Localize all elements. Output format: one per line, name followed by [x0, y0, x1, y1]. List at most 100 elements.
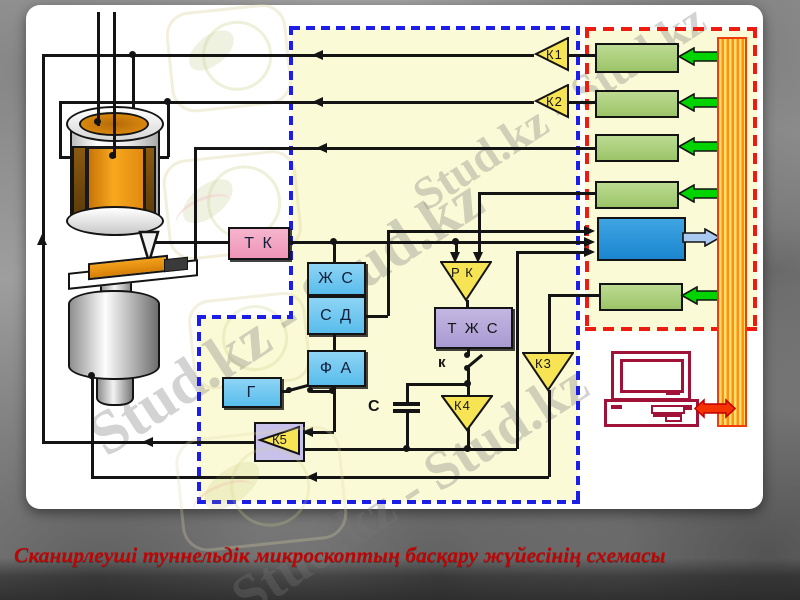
zhs-block: Ж С — [307, 262, 366, 296]
junction-dot — [164, 98, 171, 105]
digital-zone-border-bottom — [585, 327, 757, 331]
k4-label: К4 — [454, 398, 471, 413]
amplifier-k3: К3 — [521, 352, 575, 392]
rk-label: Р К — [451, 265, 474, 280]
data-bus — [717, 37, 747, 427]
bus-arrow-left — [677, 93, 719, 112]
junction-dot — [464, 445, 471, 452]
wire — [154, 156, 169, 159]
switch-contact-dot — [464, 352, 470, 358]
wire — [91, 375, 94, 477]
capacitor-label: С — [368, 398, 380, 415]
bus-arrow-left — [680, 286, 722, 305]
computer-monitor — [611, 351, 691, 401]
wire — [568, 54, 596, 57]
capacitor-plate — [393, 409, 420, 413]
electrode-dot — [109, 152, 116, 159]
wire — [406, 383, 409, 403]
wire — [113, 12, 116, 158]
wire — [59, 101, 62, 157]
amplifier-k4: К4 — [440, 395, 494, 432]
flow-arrow — [584, 226, 595, 236]
wire — [467, 383, 470, 397]
amplifier-triangle-left — [533, 36, 569, 72]
analog-zone-border-bottom — [197, 500, 580, 504]
bus-arrow-left — [677, 184, 719, 203]
wire — [97, 12, 100, 124]
wire — [113, 108, 116, 158]
fa-label: Ф А — [319, 359, 354, 377]
tzhs-block: Т Ж С — [434, 307, 513, 349]
junction-dot — [129, 51, 136, 58]
sample-clamp — [164, 256, 188, 273]
analog-zone-border-right — [576, 26, 580, 504]
wire — [167, 101, 170, 157]
flow-arrow — [302, 427, 313, 437]
flow-arrow — [584, 247, 595, 257]
junction-dot — [452, 238, 459, 245]
amplifier-k5: К5 — [254, 422, 305, 462]
wire — [333, 241, 336, 263]
wire — [278, 390, 290, 393]
flow-arrow — [473, 252, 483, 263]
wire — [568, 101, 596, 104]
wire — [479, 192, 596, 195]
k5-label: К5 — [272, 432, 287, 447]
k1-label: К1 — [546, 47, 563, 62]
analog-zone-border-notch-v — [289, 26, 293, 319]
wire — [548, 294, 551, 354]
slide-caption: Сканирлеуші туннельдік микроскоптың басқ… — [14, 543, 666, 567]
amplifier-triangle-down — [521, 352, 575, 392]
wire — [478, 192, 481, 254]
flow-arrow — [584, 237, 595, 247]
wire — [303, 431, 334, 434]
generator-block: Г — [222, 377, 282, 408]
wire — [387, 230, 390, 316]
amplifier-triangle-left — [533, 83, 569, 119]
dac-block — [595, 90, 679, 118]
sd-label: С Д — [320, 306, 353, 324]
junction-dot — [330, 238, 337, 245]
switch-k-label: к — [438, 354, 446, 371]
amplifier-rk: Р К — [439, 261, 493, 302]
wire — [467, 368, 470, 384]
wire — [516, 251, 519, 449]
junction-dot — [403, 445, 410, 452]
analog-zone-border-notch-h — [197, 315, 291, 319]
amplifier-triangle-down — [440, 395, 494, 432]
wire — [455, 241, 458, 255]
flow-arrow — [306, 472, 317, 482]
wire — [194, 147, 197, 272]
case-button — [684, 405, 692, 410]
zhs-label: Ж С — [318, 270, 355, 287]
wire — [406, 383, 468, 386]
wire — [91, 476, 549, 479]
k2-label: К2 — [546, 94, 563, 109]
wire — [406, 411, 409, 449]
fa-block: Ф А — [307, 350, 366, 387]
pedestal-body — [68, 290, 160, 380]
switch-contact-dot — [307, 387, 313, 393]
wire — [194, 147, 596, 150]
adc-block — [597, 217, 686, 261]
flow-arrow — [37, 234, 47, 245]
dac-block — [599, 283, 683, 311]
monitor-button — [666, 390, 680, 395]
wire — [467, 345, 470, 356]
capacitor-plate — [393, 402, 420, 406]
digital-zone-border-left — [585, 27, 589, 331]
flow-arrow — [312, 50, 323, 60]
dac-block — [595, 181, 679, 209]
wire — [59, 156, 72, 159]
tunneling-tip — [138, 230, 160, 264]
wire — [59, 101, 534, 104]
case-vent — [611, 405, 622, 409]
bus-arrow-left — [677, 137, 719, 156]
amplifier-triangle-down — [439, 261, 493, 302]
digital-zone-border-top — [585, 27, 757, 31]
case-slot — [653, 414, 681, 417]
wire — [311, 390, 334, 393]
amplifier-k2: К2 — [533, 83, 570, 119]
junction-dot — [88, 372, 95, 379]
